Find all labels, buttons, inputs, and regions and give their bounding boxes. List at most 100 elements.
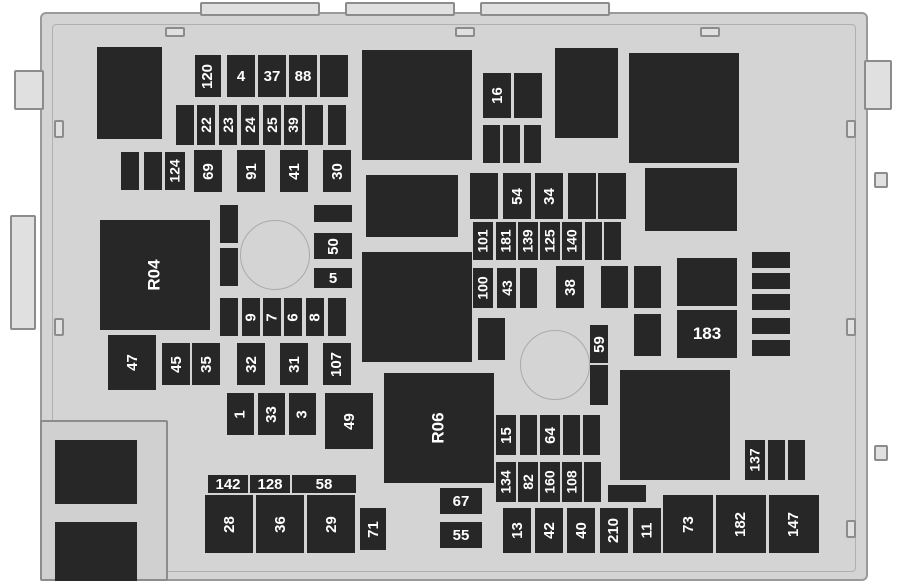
fuse-183: 183 [677, 310, 737, 358]
relay-block [97, 47, 162, 139]
fuse-140: 140 [562, 222, 582, 260]
fuse-91: 91 [237, 150, 265, 192]
fuse-13: 13 [503, 508, 531, 553]
connector-block [55, 440, 137, 504]
fuse-182: 182 [716, 495, 766, 553]
relay-r04: R04 [100, 220, 210, 330]
fuse-7: 7 [263, 298, 281, 336]
fuse-128: 128 [250, 475, 292, 493]
fuse-unlabeled [520, 415, 537, 455]
fuse-42: 42 [535, 508, 563, 553]
fuse-43: 43 [497, 268, 516, 308]
right-clip [864, 60, 892, 110]
fuse-unlabeled [220, 298, 238, 336]
fuse-unlabeled [121, 152, 139, 190]
fuse-unlabeled [520, 268, 537, 308]
top-tab [480, 2, 610, 16]
fuse-unlabeled [328, 298, 346, 336]
connector-block [55, 522, 137, 581]
fuse-41: 41 [280, 150, 308, 192]
fuse-unlabeled [604, 222, 621, 260]
fuse-47: 47 [108, 335, 156, 390]
fuse-unlabeled [583, 415, 600, 455]
fuse-73: 73 [663, 495, 713, 553]
fuse-unlabeled [752, 318, 790, 334]
fuse-82: 82 [518, 462, 538, 502]
relay-block [555, 48, 618, 138]
fuse-unlabeled [305, 105, 323, 145]
fuse-67: 67 [440, 488, 482, 514]
fuse-59: 59 [590, 325, 608, 363]
relay-block [620, 370, 730, 480]
fuse-107: 107 [323, 343, 351, 385]
fuse-35: 35 [192, 343, 220, 385]
fuse-unlabeled [634, 266, 661, 308]
fuse-unlabeled [634, 314, 661, 356]
fuse-22: 22 [197, 105, 215, 145]
fuse-31: 31 [280, 343, 308, 385]
fuse-unlabeled [608, 485, 646, 502]
fuse-34: 34 [535, 173, 563, 219]
fuse-142: 142 [208, 475, 250, 493]
right-slot [874, 172, 888, 188]
fuse-unlabeled [585, 222, 602, 260]
fuse-unlabeled [470, 173, 498, 219]
fuse-124: 124 [165, 152, 185, 190]
fuse-9: 9 [242, 298, 260, 336]
fuse-58: 58 [292, 475, 356, 493]
fuse-1: 1 [227, 393, 254, 435]
fuse-210: 210 [600, 508, 628, 553]
fuse-unlabeled [768, 440, 785, 480]
fuse-101: 101 [473, 222, 493, 260]
fuse-108: 108 [562, 462, 582, 502]
fuse-71: 71 [360, 508, 386, 550]
fuse-unlabeled [220, 205, 238, 243]
left-slot [54, 120, 64, 138]
fuse-unlabeled [752, 252, 790, 268]
relay-block [366, 175, 458, 237]
right-slot [846, 520, 856, 538]
fuse-64: 64 [540, 415, 560, 455]
fuse-50: 50 [314, 233, 352, 259]
fuse-unlabeled [752, 273, 790, 289]
fuse-120: 120 [195, 55, 221, 97]
fuse-32: 32 [237, 343, 265, 385]
fuse-29: 29 [307, 495, 355, 553]
relay-block [645, 168, 737, 231]
fuse-37: 37 [258, 55, 286, 97]
fuse-181: 181 [496, 222, 516, 260]
fuse-125: 125 [540, 222, 560, 260]
fuse-16: 16 [483, 73, 511, 118]
fuse-15: 15 [496, 415, 516, 455]
relay-block [629, 53, 739, 163]
fuse-unlabeled [601, 266, 628, 308]
top-tab [200, 2, 320, 16]
fuse-unlabeled [478, 318, 505, 360]
fuse-23: 23 [219, 105, 237, 145]
left-slot [54, 318, 64, 336]
fuse-40: 40 [567, 508, 595, 553]
top-tab [345, 2, 455, 16]
fuse-unlabeled [314, 205, 352, 222]
fuse-33: 33 [258, 393, 285, 435]
label-strip: 142 128 58 [208, 475, 356, 493]
left-clip [14, 70, 44, 110]
top-tab [700, 27, 720, 37]
fuse-38: 38 [556, 266, 584, 308]
fuse-54: 54 [503, 173, 531, 219]
fuse-45: 45 [162, 343, 190, 385]
relay-block [362, 252, 472, 362]
fuse-box-inner-frame [52, 24, 856, 572]
relay-block [362, 50, 472, 160]
fuse-unlabeled [524, 125, 541, 163]
fuse-88: 88 [289, 55, 317, 97]
right-slot [874, 445, 888, 461]
relay-r06: R06 [384, 373, 494, 483]
fuse-100: 100 [473, 268, 493, 308]
fuse-8: 8 [306, 298, 324, 336]
mounting-circle [240, 220, 310, 290]
fuse-unlabeled [176, 105, 194, 145]
fuse-unlabeled [563, 415, 580, 455]
left-clip [10, 215, 36, 330]
